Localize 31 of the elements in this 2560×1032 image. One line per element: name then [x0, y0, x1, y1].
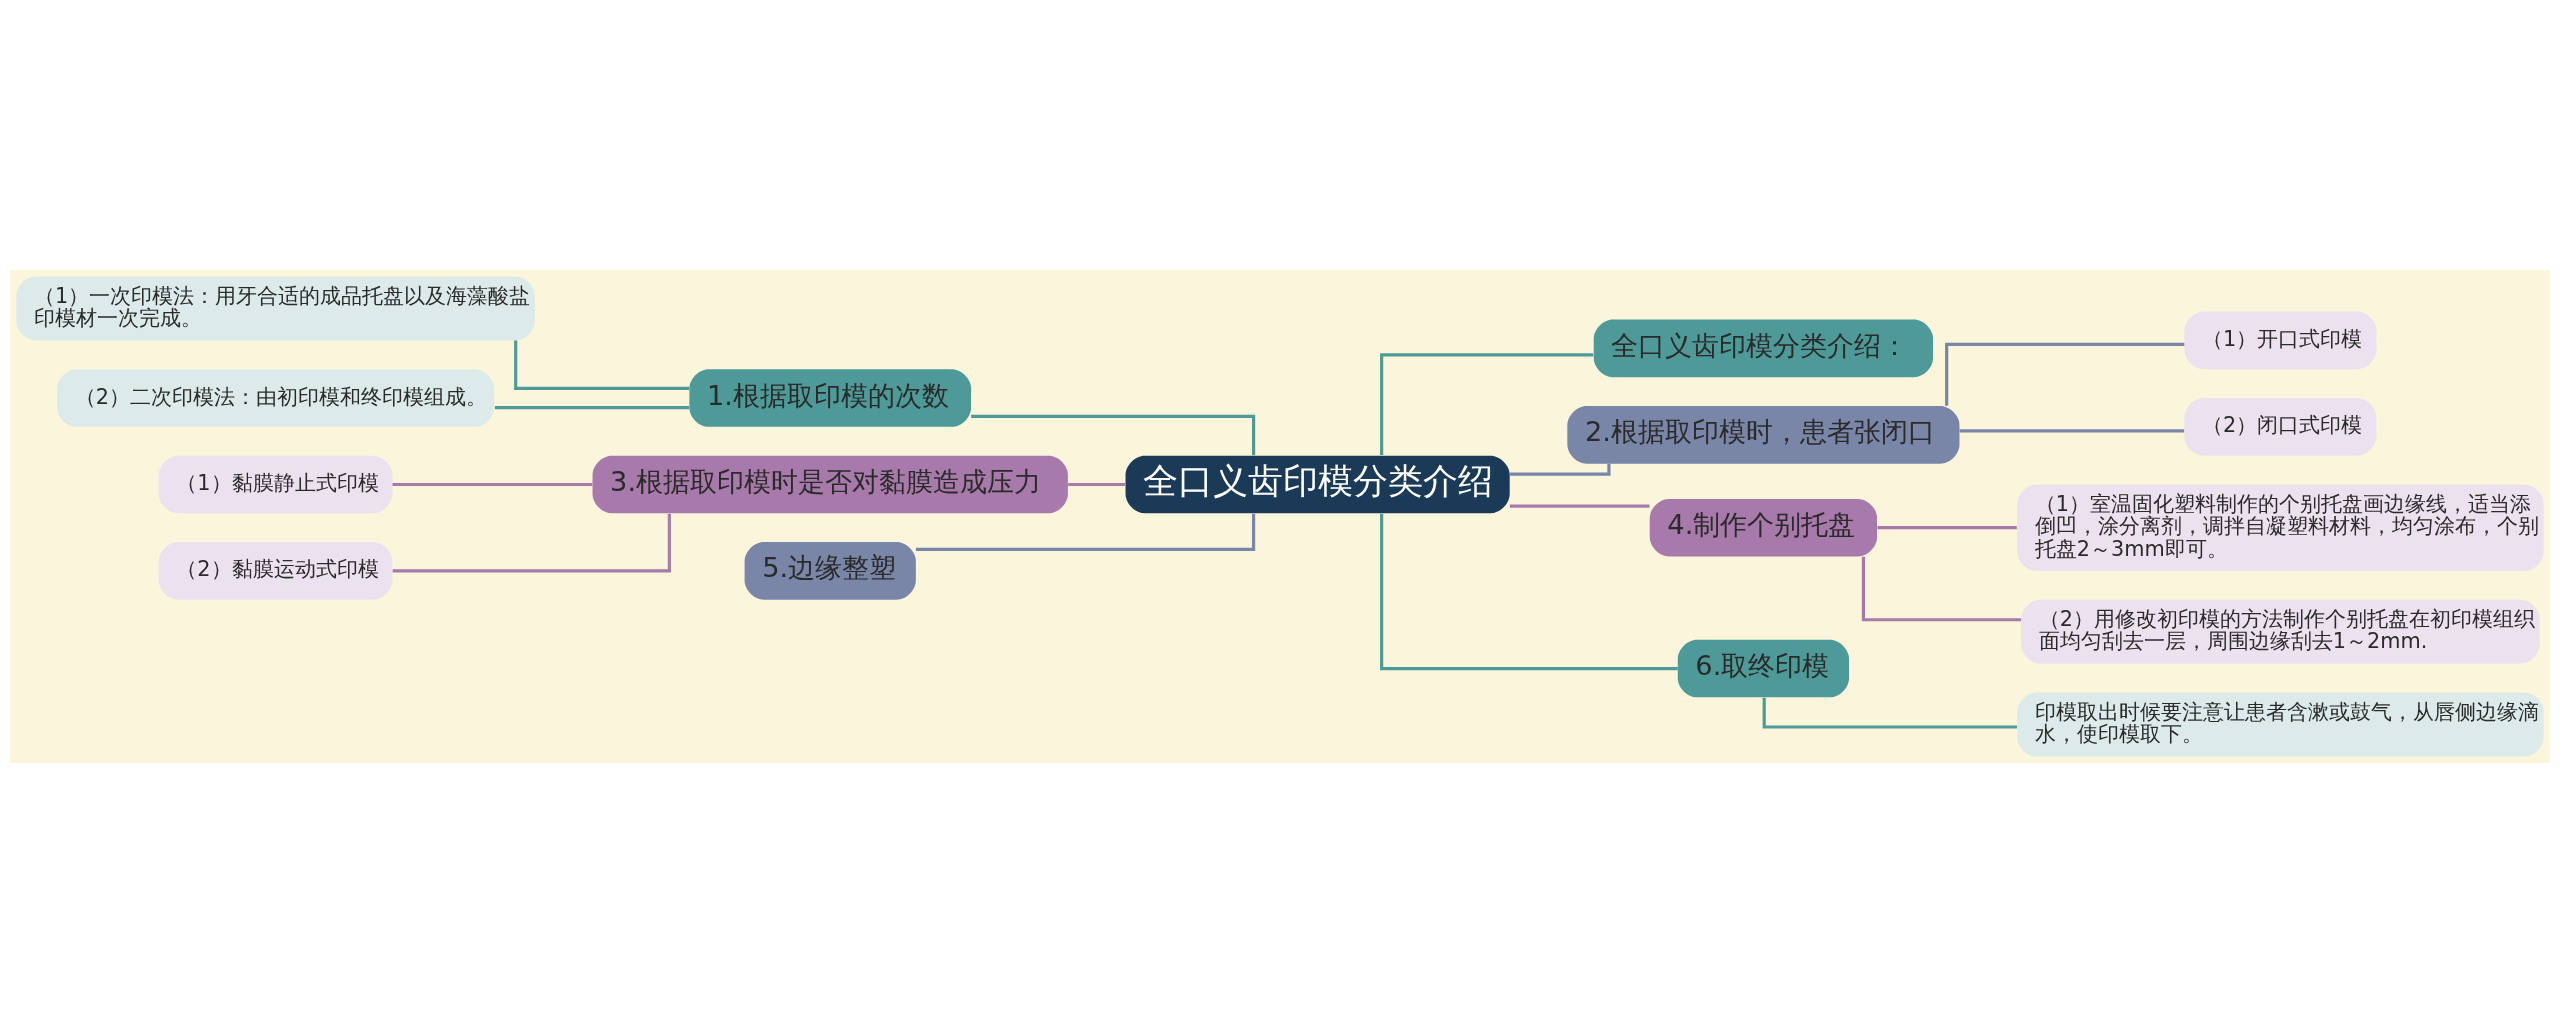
node-box: 全口义齿印模分类介绍	[1125, 455, 1510, 513]
node-box: 3.根据取印模时是否对黏膜造成压力	[592, 455, 1068, 513]
connector	[1861, 556, 2022, 621]
connector	[1509, 463, 1611, 476]
node-box: （1）室温固化塑料制作的个别托盘画边缘线，适当添倒凹，涂分离剂，调拌自凝塑料材料，均匀涂布，个别托盘2～3mm即可。	[2017, 484, 2544, 571]
connector	[1068, 482, 1126, 486]
connector	[1380, 352, 1594, 455]
node-box: 6.取终印模	[1677, 639, 1850, 697]
connector	[392, 513, 671, 572]
node-box: （1）黏膜静止式印模	[158, 455, 393, 513]
node-box: （2）闭口式印模	[2184, 397, 2377, 456]
node-box: （2）二次印模法：由初印模和终印模组成。	[57, 368, 495, 427]
node-box: （1）开口式印模	[2184, 311, 2377, 369]
node-box: （2）黏膜运动式印模	[158, 541, 393, 600]
connector	[1959, 428, 2185, 432]
connector	[1877, 525, 2017, 529]
node-box: 4.制作个别托盘	[1649, 498, 1878, 556]
node-box: （2）用修改初印模的方法制作个别托盘在初印模组织面均匀刮去一层，周围边缘刮去1～2mm.	[2021, 599, 2540, 664]
node-box: 5.边缘整塑	[744, 541, 916, 600]
node-box: （1）一次印模法：用牙合适的成品托盘以及海藻酸盐印模材一次完成。	[16, 275, 535, 340]
connector	[1380, 513, 1678, 670]
connector	[1945, 342, 2185, 406]
node-box: 印模取出时候要注意让患者含漱或鼓气，从唇侧边缘滴水，使印模取下。	[2017, 692, 2544, 757]
connector	[514, 340, 690, 390]
connector	[392, 482, 593, 486]
connector	[494, 405, 690, 409]
connector	[971, 414, 1256, 455]
connector	[1509, 504, 1650, 508]
node-box: 1.根据取印模的次数	[689, 368, 972, 427]
node-box: 全口义齿印模分类介绍：	[1593, 319, 1934, 377]
node-box: 2.根据取印模时，患者张闭口	[1567, 405, 1960, 464]
